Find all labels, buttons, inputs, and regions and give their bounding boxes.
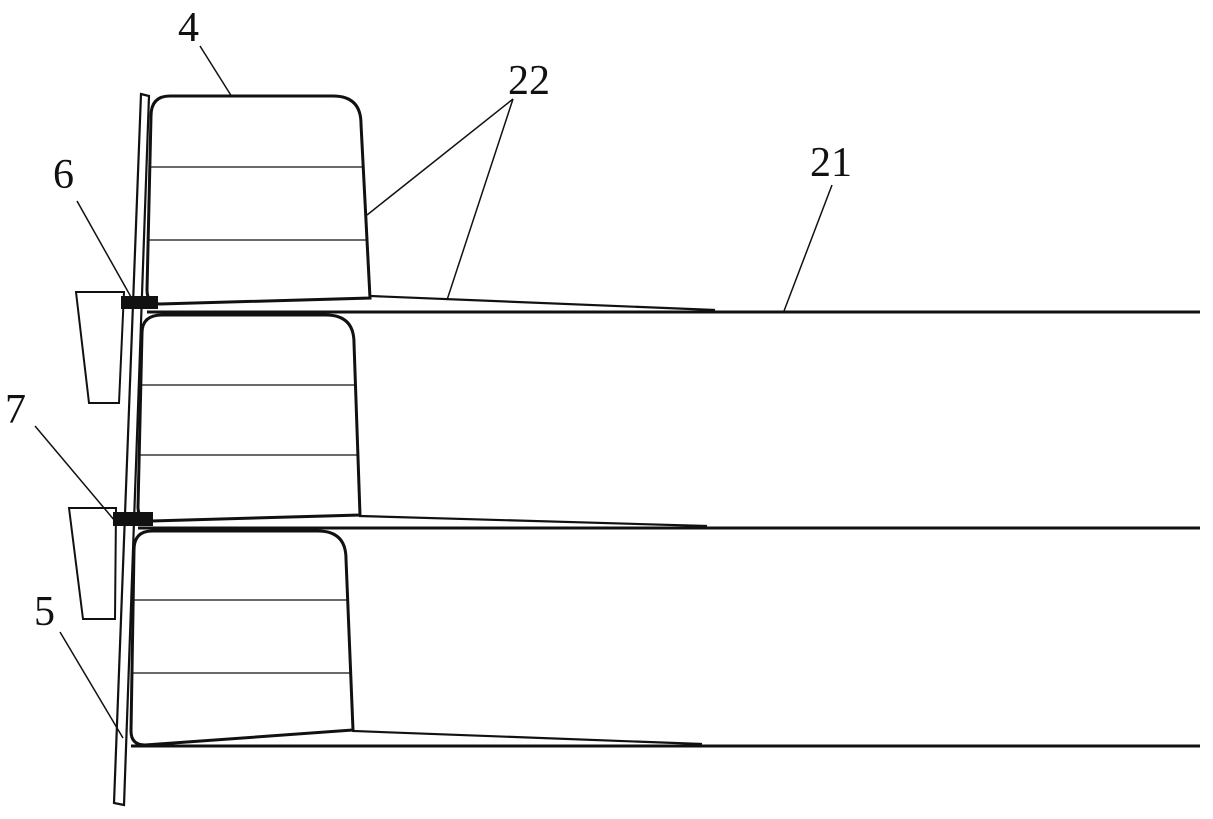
- label-22: 22: [508, 58, 550, 104]
- leader-7: [34, 425, 116, 522]
- leader-22-a: [366, 98, 514, 216]
- leader-4: [199, 45, 233, 98]
- label-5: 5: [34, 589, 55, 635]
- soil-bag-lower: [67, 507, 118, 620]
- gabion-block-top: [145, 94, 372, 306]
- label-7: 7: [5, 387, 26, 433]
- soil-bag-upper: [74, 291, 126, 404]
- facing-panel: [112, 92, 151, 807]
- connector-upper: [121, 296, 158, 309]
- leader-22-b: [446, 98, 514, 301]
- leader-5: [59, 631, 124, 739]
- connector-lower: [113, 512, 153, 526]
- wrap-tail-upper: [359, 123, 716, 312]
- label-21: 21: [810, 140, 852, 186]
- wrap-tail-lower: [344, 558, 703, 746]
- wrap-tail-middle: [352, 342, 708, 528]
- label-6: 6: [53, 152, 74, 198]
- gabion-block-middle: [136, 313, 362, 523]
- leader-21: [783, 184, 833, 312]
- leader-6: [76, 200, 132, 298]
- label-4: 4: [178, 5, 199, 51]
- gabion-block-bottom: [129, 529, 355, 747]
